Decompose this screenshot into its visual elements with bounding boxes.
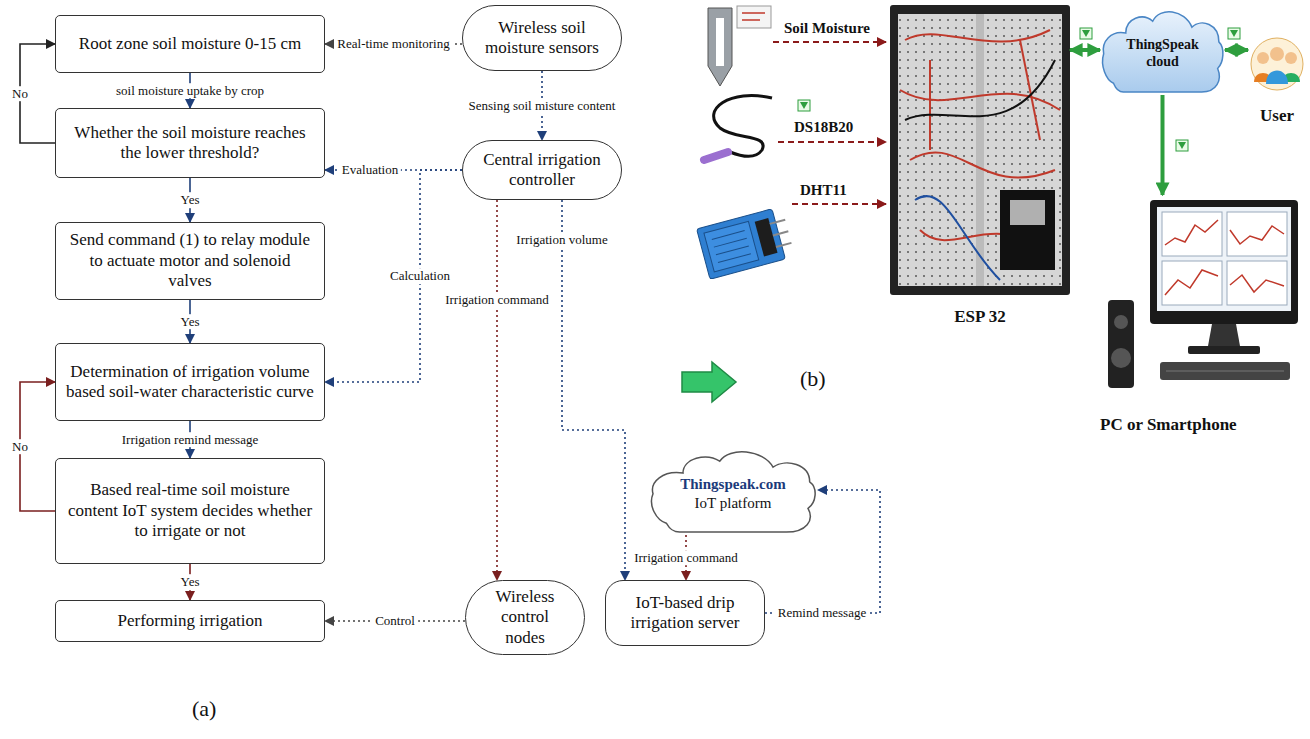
node-text: Root zone soil moisture 0-15 cm	[79, 34, 301, 54]
edge-label: Remind message	[775, 605, 869, 621]
edge-label: Calculation	[387, 268, 453, 284]
node-text: User	[1260, 106, 1294, 126]
user-node: User	[1248, 38, 1306, 126]
edge-label: Irrigation command	[631, 550, 741, 566]
terminal-pill: Central irrigation controller	[462, 140, 622, 200]
node-text: Based real-time soil moisture content Io…	[66, 480, 314, 541]
edge-label: Control	[372, 613, 418, 629]
edge-label: soil moisture uptake by crop	[113, 83, 267, 99]
computer-illustration	[1108, 200, 1298, 388]
part-label: (a)	[192, 696, 216, 722]
process-box: Determination of irrigation volume based…	[55, 343, 325, 421]
dht11-sensor	[697, 204, 886, 279]
part-label: Soil Moisture	[784, 20, 870, 37]
part-label: (b)	[800, 366, 826, 392]
part-label: DHT11	[800, 182, 847, 199]
terminal-pill: Wireless soil moisture sensors	[462, 5, 622, 71]
node-text: Performing irrigation	[118, 611, 263, 631]
node-text: PC or Smartphone	[1100, 415, 1237, 435]
cloud-node: Thingspeak.comIoT platform	[648, 445, 818, 535]
decision-box: Whether the soil moisture reaches the lo…	[55, 108, 325, 178]
node-text: Send command (1) to relay module to actu…	[66, 230, 314, 291]
node-text: Central irrigation controller	[483, 150, 601, 191]
server-box: IoT-based drip irrigation server	[605, 580, 765, 646]
edge-label: No	[9, 86, 31, 102]
edge-label: Real-time monitoring	[334, 36, 452, 52]
node-text: ThingSpeak cloud	[1116, 37, 1209, 71]
process-box: Performing irrigation	[55, 600, 325, 642]
big-arrow	[682, 362, 736, 402]
cloud-node: ThingSpeak cloud	[1100, 5, 1225, 95]
edge-label: Irrigation volume	[513, 232, 610, 248]
part-label: DS18B20	[794, 119, 853, 136]
connector	[1070, 48, 1100, 52]
edge-label: Yes	[178, 192, 203, 208]
node-text: Wireless control nodes	[486, 587, 564, 648]
edge-label: Yes	[178, 314, 203, 330]
node-text: IoT platform	[695, 494, 772, 513]
edge-label: Yes	[178, 574, 203, 590]
esp32-board	[890, 5, 1070, 295]
terminal-pill: Wireless control nodes	[465, 580, 585, 655]
process-box: Root zone soil moisture 0-15 cm	[55, 15, 325, 73]
decision-box: Based real-time soil moisture content Io…	[55, 458, 325, 564]
node-text: Determination of irrigation volume based…	[66, 362, 314, 403]
edge-label: Sensing soil misture content	[466, 98, 619, 114]
connector	[1161, 95, 1165, 195]
soil-moisture-probe	[708, 6, 886, 86]
node-text: Thingspeak.com	[680, 475, 785, 494]
process-box: Send command (1) to relay module to actu…	[55, 222, 325, 300]
edge-label: Irrigation command	[442, 292, 552, 308]
edge-label: No	[9, 439, 31, 455]
connector	[496, 200, 498, 580]
board-node: ESP 32	[890, 5, 1070, 295]
node-text: IoT-based drip irrigation server	[620, 593, 750, 634]
connector	[562, 200, 625, 580]
connector	[1225, 48, 1248, 52]
node-text: Wireless soil moisture sensors	[483, 18, 601, 59]
connector	[325, 170, 462, 382]
ds18b20-probe	[704, 95, 886, 160]
computer-node: PC or Smartphone	[1100, 195, 1305, 435]
node-text: ESP 32	[890, 307, 1070, 327]
edge-label: Irrigation remind message	[119, 432, 261, 448]
user-icon	[1251, 38, 1303, 90]
edge-label: Evaluation	[339, 162, 401, 178]
node-text: Whether the soil moisture reaches the lo…	[66, 123, 314, 164]
